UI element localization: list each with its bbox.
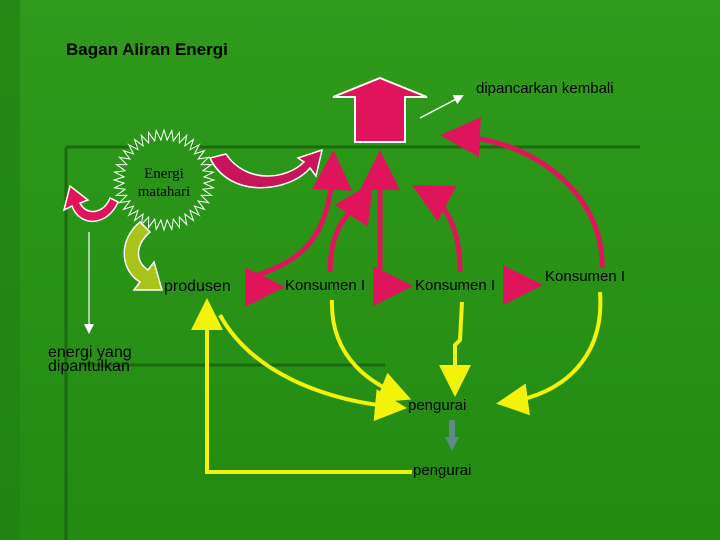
page-title: Bagan Aliran Energi [66, 40, 228, 59]
detritus-arrow-consumer2 [439, 301, 471, 397]
consumer-label-1: Konsumen I [285, 277, 366, 294]
producer-label: produsen [164, 278, 231, 295]
heat-arrow-producer [257, 150, 352, 278]
decomposer-feedback-line [191, 298, 412, 474]
reflected-label-line2: dipantulkan [48, 358, 130, 375]
reflected-label-line1: energi yang [48, 344, 132, 361]
heat-arrow-consumer1-mid [327, 182, 374, 273]
producer-energy-arrow [123, 220, 163, 291]
decomposer-label-1: pengurai [408, 397, 467, 414]
sun-icon [112, 128, 216, 232]
reradiated-pointer-arrow [419, 95, 464, 119]
detritus-arrow-consumer1 [329, 299, 412, 403]
sun-label-line1: Energi [144, 166, 184, 182]
reradiated-energy-arrow [332, 76, 428, 143]
decomposer-label-2: pengurai [413, 462, 472, 479]
sunlight-curved-arrow [208, 148, 324, 189]
heat-arrow-consumer3 [440, 117, 605, 269]
sun-label: Energi matahari [124, 165, 204, 201]
sun-label-line2: matahari [137, 184, 191, 200]
detritus-arrow-producer [218, 314, 407, 422]
detritus-arrow-consumer3 [496, 291, 603, 416]
background-frame-lines [0, 0, 640, 540]
consumer-label-3: Konsumen I [545, 268, 626, 285]
reradiated-label: dipancarkan kembali [476, 80, 614, 97]
reflected-curved-arrow [62, 184, 119, 223]
reflected-energy-label: energi yang dipantulkan [48, 344, 132, 375]
heat-arrow-consumer2 [411, 184, 463, 273]
consumer-label-2: Konsumen I [415, 277, 496, 294]
